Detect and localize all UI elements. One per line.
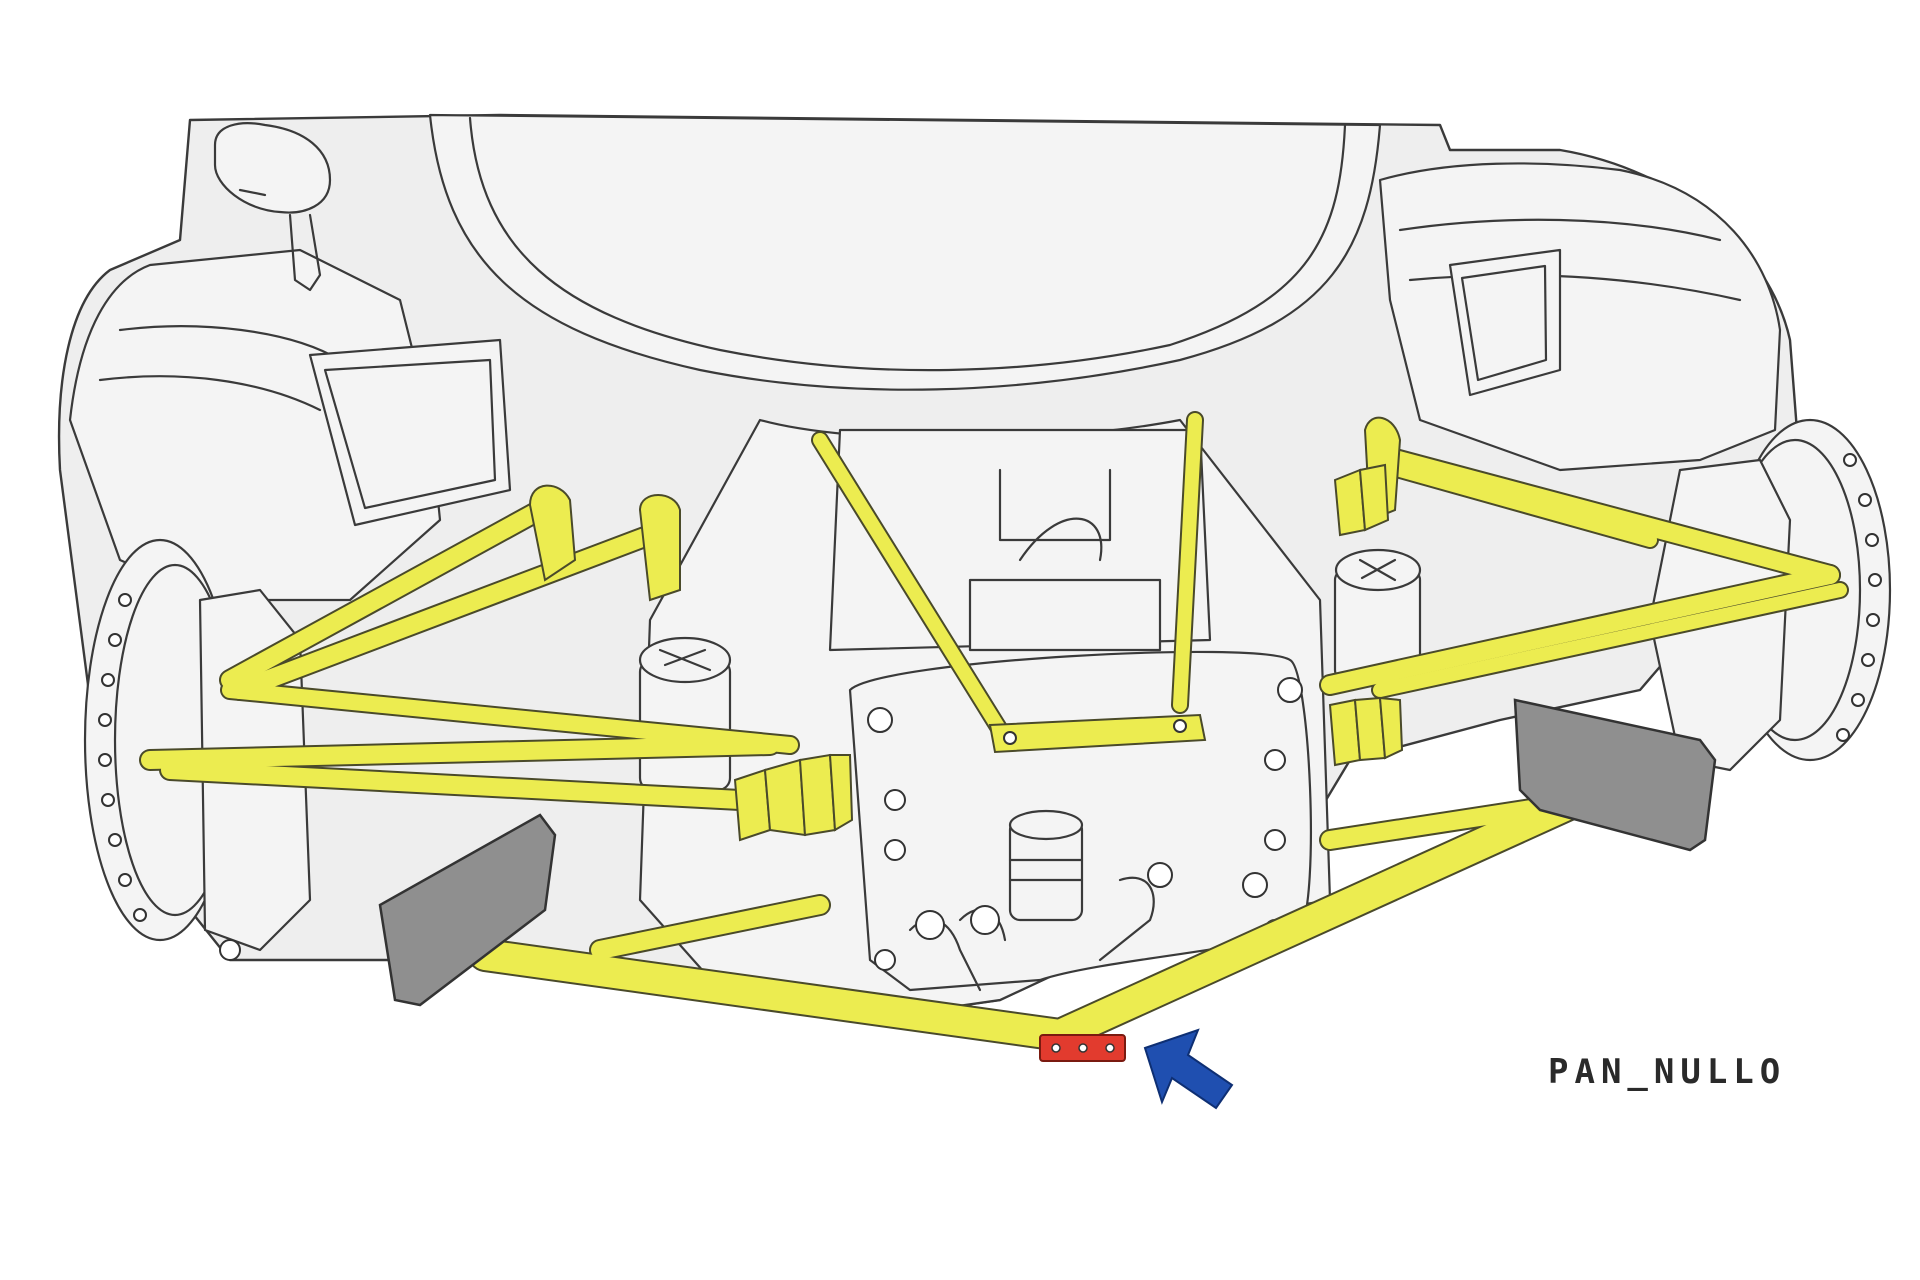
signature-label: PAN_NULLO [1548, 1052, 1787, 1092]
left-damper [638, 636, 732, 792]
red-anchor-plate [1039, 1034, 1126, 1062]
right-inlet [1448, 248, 1562, 397]
rear-fittings [908, 862, 1268, 992]
rocker-linkage [988, 713, 1207, 754]
right-upper-boot [1333, 463, 1390, 537]
left-driveshaft-boot [733, 753, 854, 842]
left-upper-mount [528, 484, 577, 582]
left-inlet [308, 338, 512, 527]
right-driveshaft-boot [1328, 696, 1404, 767]
gearbox-block [968, 578, 1162, 652]
left-diffuser-pad [378, 813, 557, 1007]
left-mirror [213, 122, 332, 292]
oil-filter [1008, 809, 1084, 922]
left-rear-mount [638, 494, 681, 602]
arrow-pointing-up-left-icon [1143, 1028, 1234, 1110]
right-damper [1333, 548, 1422, 682]
right-diffuser-pad [1513, 698, 1717, 852]
